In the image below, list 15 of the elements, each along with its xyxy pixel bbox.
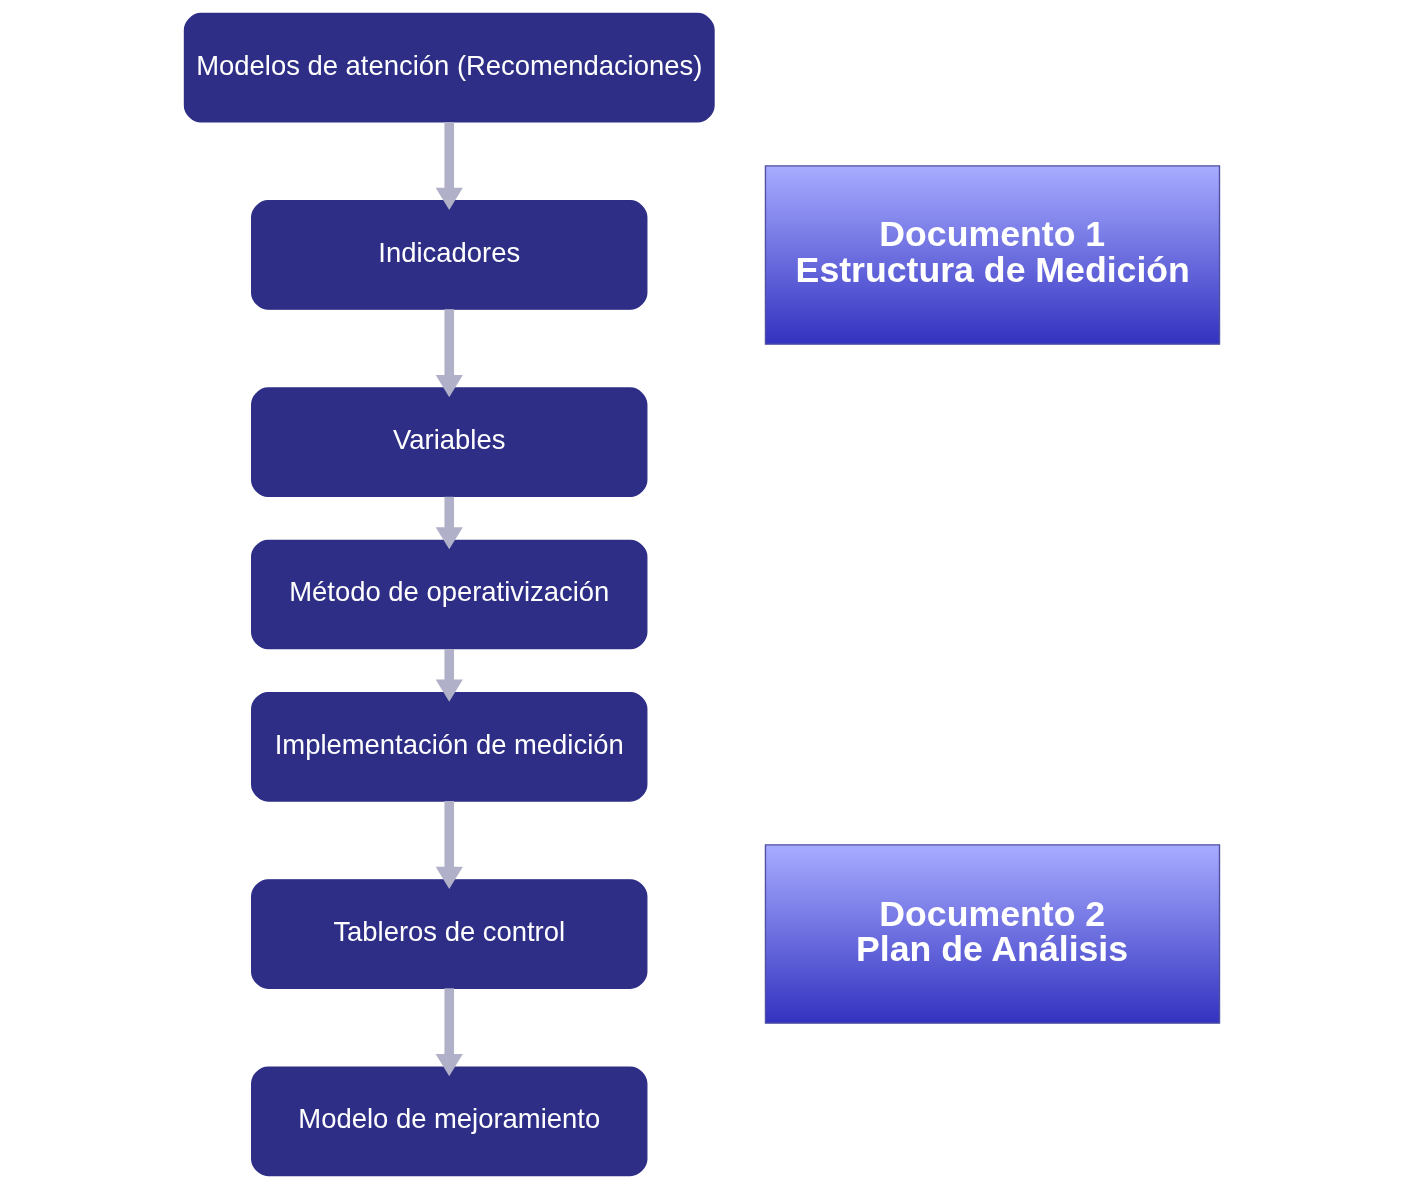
node-box: Implementación de medición [251,691,648,802]
node-box: Método de operativización [251,539,648,650]
arrow [435,988,463,1077]
arrow [435,649,463,702]
node-box: Indicadores [251,200,648,310]
arrow [435,309,463,398]
node-box: Documento 1 Estructura de Medición [764,165,1221,345]
arrow [435,496,463,550]
arrow [435,121,463,210]
node-box: Modelos de atención (Recomendaciones) [183,12,715,123]
node-box: Modelo de mejoramiento [251,1066,648,1177]
node-box: Documento 2 Plan de Análisis [764,844,1221,1024]
arrow [435,801,463,889]
node-box: Tableros de control [251,879,648,989]
node-box: Variables [251,387,648,498]
